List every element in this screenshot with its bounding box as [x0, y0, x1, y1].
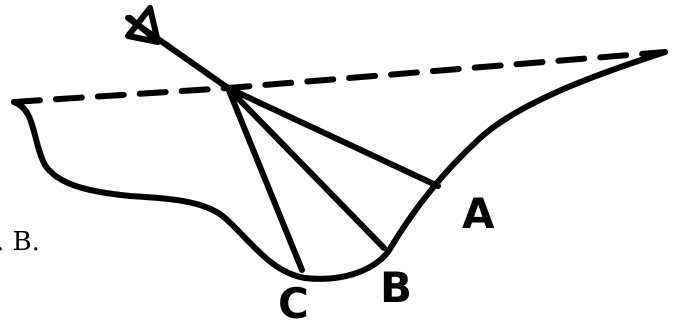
label-point-a: A — [462, 189, 495, 238]
dashed-surface-line — [11, 49, 668, 105]
label-point-b: B — [380, 263, 412, 312]
ray-to-b — [225, 85, 387, 251]
ray-to-c — [225, 85, 305, 273]
label-point-c: C — [278, 279, 309, 328]
basin-outline — [11, 49, 668, 282]
margin-text: . B. — [0, 227, 40, 257]
ray-to-a — [225, 85, 441, 189]
arrowhead-icon — [125, 5, 161, 45]
